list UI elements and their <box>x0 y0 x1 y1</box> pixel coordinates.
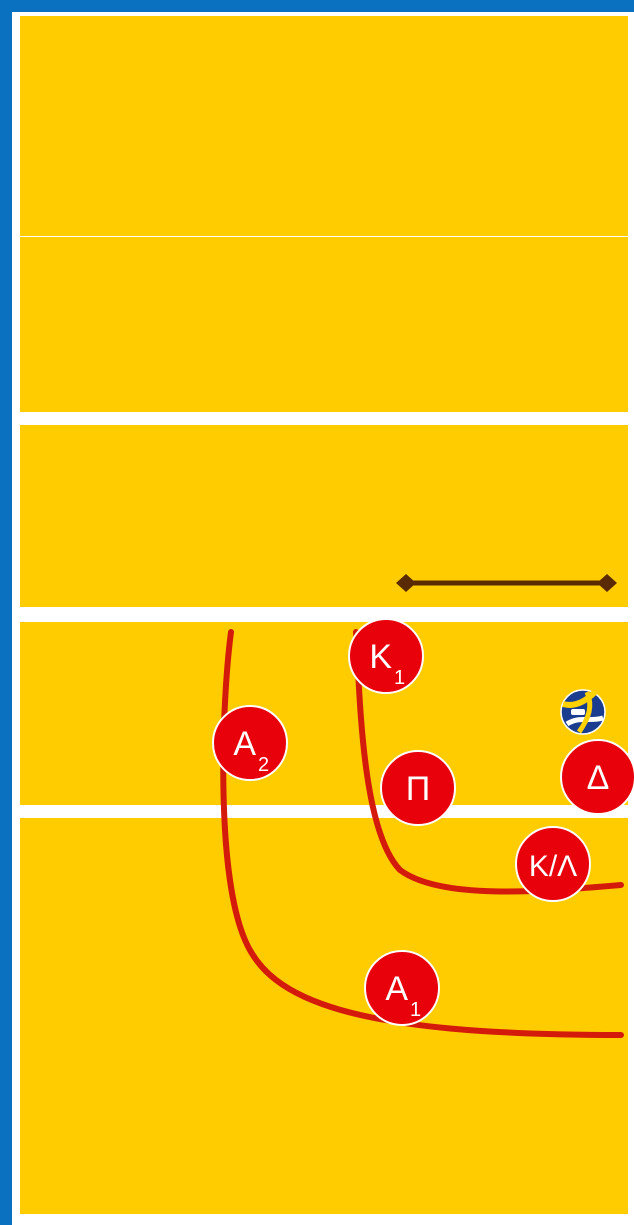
player-label: A <box>233 725 256 763</box>
player-subscript: 1 <box>394 667 405 689</box>
volleyball-icon <box>561 690 605 734</box>
player-a2: A 2 <box>213 706 287 780</box>
player-subscript: 2 <box>258 754 269 776</box>
player-kl: K/Λ <box>516 827 590 901</box>
player-subscript: 1 <box>410 999 421 1021</box>
player-label: K <box>369 638 392 676</box>
player-label: Δ <box>587 759 610 797</box>
net-bar-icon <box>396 574 617 592</box>
player-label: A <box>385 970 408 1008</box>
player-label: K/Λ <box>529 850 577 883</box>
player-label: Π <box>406 770 431 808</box>
player-p: Π <box>381 751 455 825</box>
player-d: Δ <box>561 740 634 814</box>
player-a1: A 1 <box>365 951 439 1025</box>
player-k1: K 1 <box>349 619 423 693</box>
